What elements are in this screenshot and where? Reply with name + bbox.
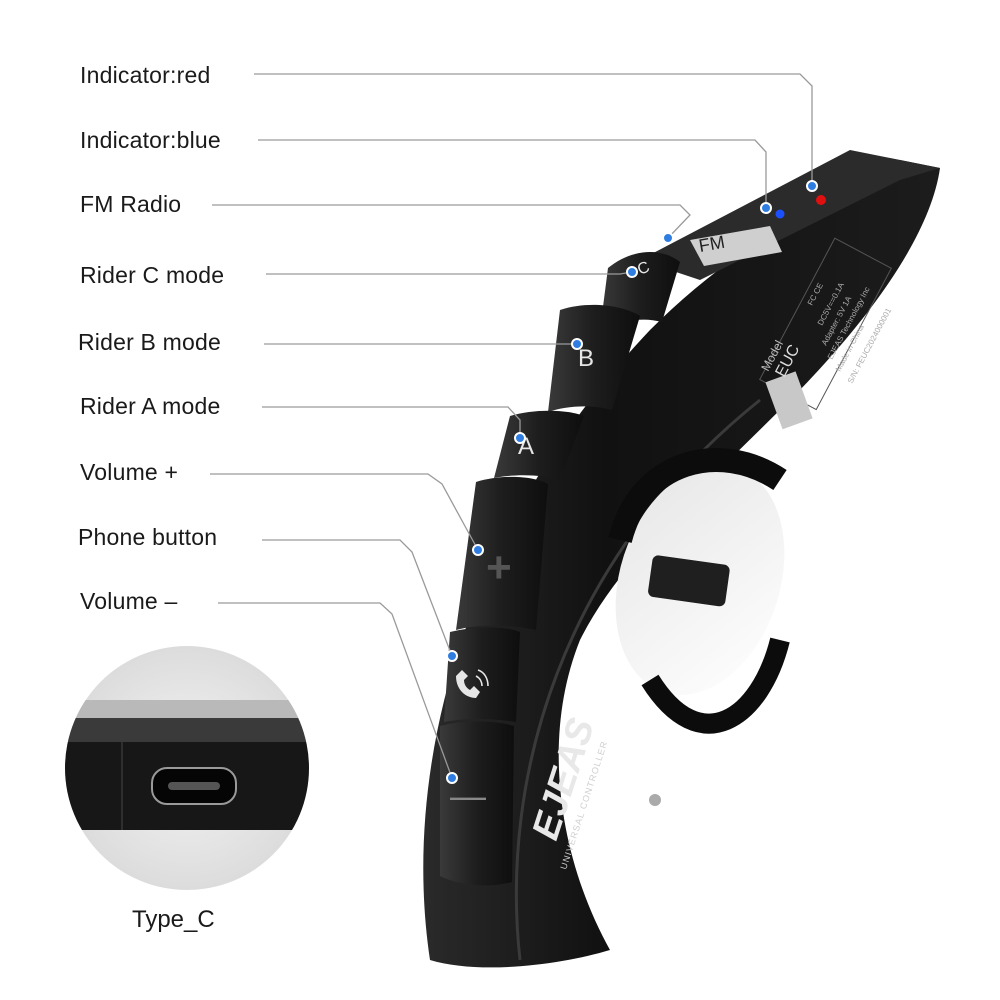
fm-button-label: FM [697, 232, 726, 256]
callout-label-volume-up: Volume + [80, 459, 179, 485]
type-c-caption: Type_C [132, 906, 215, 933]
dot-rider-c [626, 266, 638, 278]
leader-line-fm-radio [212, 204, 691, 239]
leader-line-phone [262, 539, 453, 657]
dot-rider-a [514, 432, 526, 444]
dot-phone [446, 650, 458, 662]
leader-line-volume-down [218, 602, 453, 779]
phone-icon [456, 669, 489, 698]
leader-line-indicator-blue [258, 139, 767, 206]
volume-down-button[interactable]: — [440, 721, 514, 886]
volume-up-button[interactable]: + [456, 476, 548, 630]
callout-label-fm-radio: FM Radio [80, 191, 182, 217]
volume-up-label: + [486, 543, 512, 592]
callout-label-rider-c: Rider C mode [80, 262, 225, 288]
dot-rider-b [571, 338, 583, 350]
type-c-inset [65, 646, 309, 890]
dot-volume-up [472, 544, 484, 556]
callout-label-rider-a: Rider A mode [80, 393, 221, 419]
dot-indicator-red [806, 180, 818, 192]
phone-button[interactable] [444, 627, 520, 723]
fm-button[interactable]: FM [690, 226, 782, 266]
rider-b-button[interactable]: B [548, 304, 640, 412]
red-indicator-led [816, 195, 826, 205]
callout-label-rider-b: Rider B mode [78, 329, 222, 355]
rider-b-label: B [578, 345, 594, 372]
leader-line-volume-up [210, 473, 479, 551]
blue-indicator-led [775, 209, 785, 219]
callout-dots [446, 180, 818, 784]
callout-label-volume-down: Volume – [80, 588, 178, 614]
dot-indicator-blue [760, 202, 772, 214]
callout-label-phone: Phone button [78, 524, 218, 550]
leader-line-rider-a [262, 406, 521, 438]
dot-fm-radio [662, 232, 674, 244]
leader-line-rider-c [266, 271, 633, 275]
dot-volume-down [446, 772, 458, 784]
callout-label-indicator-blue: Indicator:blue [80, 127, 221, 153]
leader-line-indicator-red [254, 73, 813, 186]
callout-label-indicator-red: Indicator:red [80, 62, 211, 88]
